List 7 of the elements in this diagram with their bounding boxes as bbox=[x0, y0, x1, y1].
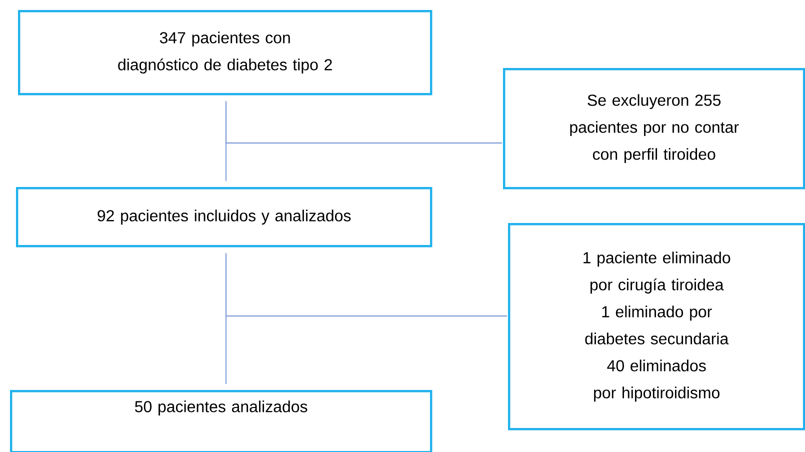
process-box: 347 pacientes con diagnóstico de diabetes tipo 2 bbox=[18, 10, 432, 96]
connector-line bbox=[226, 252, 508, 316]
process-box: 92 pacientes incluidos y analizados bbox=[16, 187, 432, 248]
connector-line bbox=[226, 100, 502, 144]
process-box: 1 paciente eliminado por cirugía tiroidea 1 eliminado por diabetes secundaria 40 eliminados por hipotiroidismo bbox=[508, 223, 805, 430]
process-box: 50 pacientes analizados bbox=[10, 390, 432, 452]
process-box: Se excluyeron 255 pacientes por no contar con perfil tiroideo bbox=[503, 68, 805, 190]
